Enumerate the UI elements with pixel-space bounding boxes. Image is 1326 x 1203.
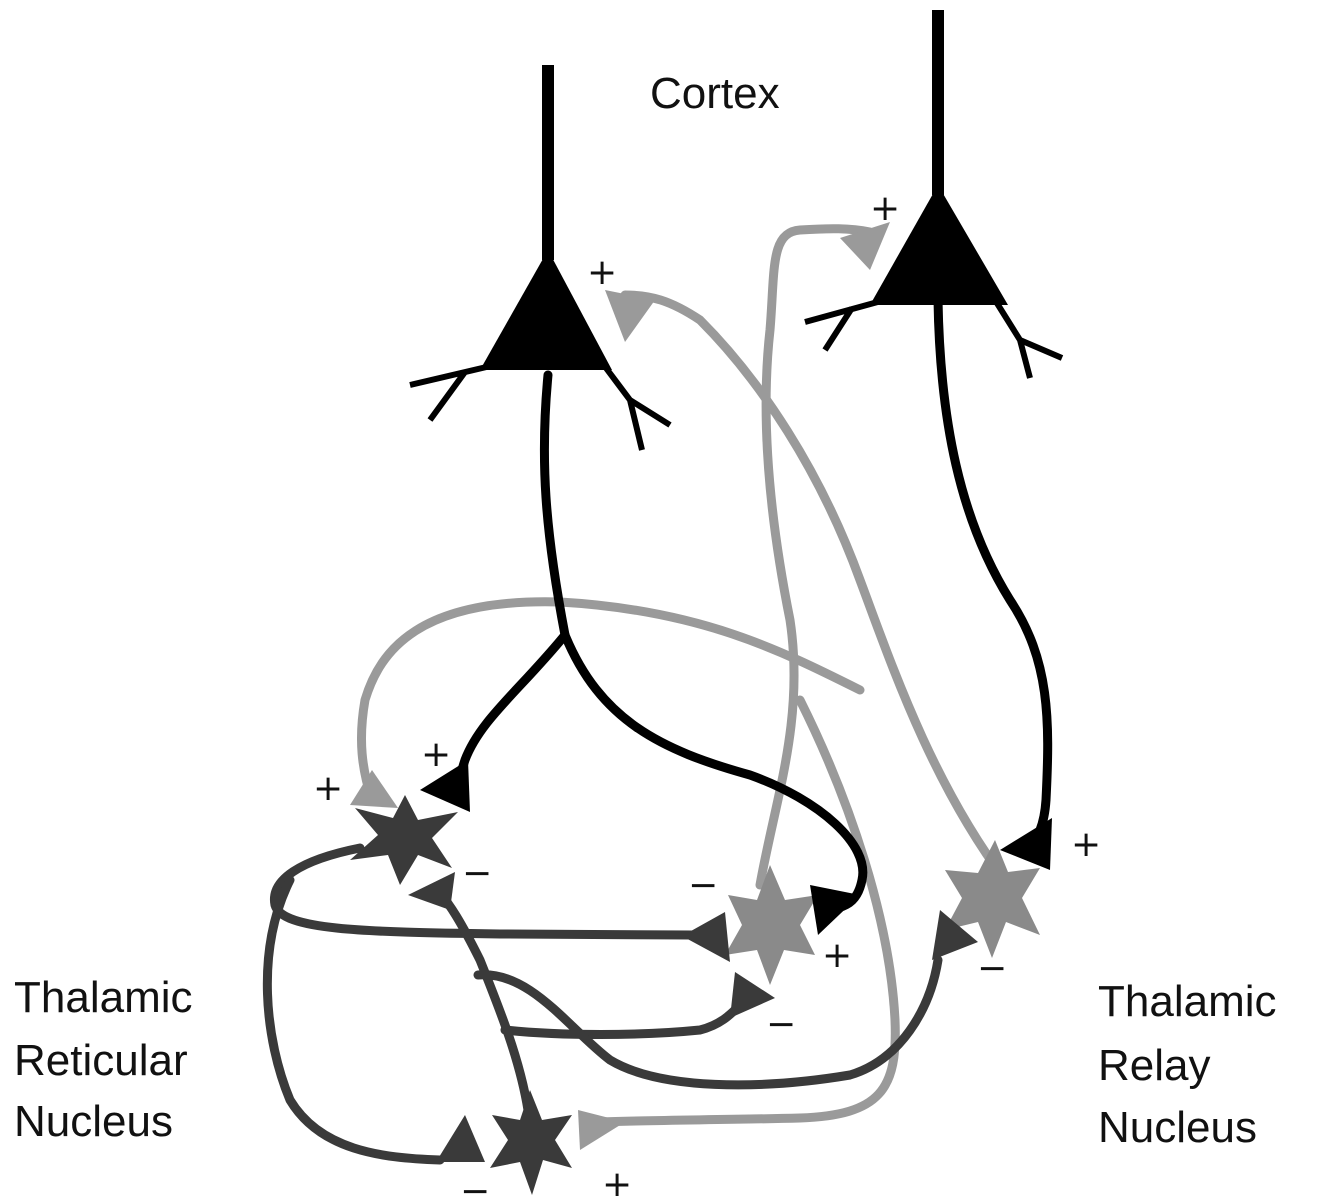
sign-plus-cortex2: +: [870, 188, 900, 229]
terminal-relay2-to-reticular2: [578, 1110, 625, 1150]
cortex-pyramidal-neuron-1: [410, 65, 670, 450]
relay-label-line-3: Nucleus: [1098, 1103, 1257, 1152]
terminal-reticular2-to-reticular1: [408, 872, 455, 910]
relay-neuron-2: [725, 865, 818, 985]
relay-label-line-2: Relay: [1098, 1041, 1211, 1090]
reticular2-to-relay2-axon: [505, 1005, 740, 1035]
terminal-reticular1-to-relay2: [682, 912, 730, 962]
sign-minus-relay1: −: [977, 948, 1007, 989]
cortex-label: Cortex: [650, 69, 780, 118]
thalamic-relay-nucleus-label: Thalamic Relay Nucleus: [1098, 977, 1277, 1152]
reticular-label-line-3: Nucleus: [14, 1097, 173, 1146]
cortex1-collateral-to-reticular1: [455, 635, 565, 795]
sign-minus-reticular2: −: [460, 1171, 490, 1203]
sign-minus-relay2-bottom: −: [766, 1004, 796, 1045]
sign-plus-reticular2: +: [602, 1164, 632, 1203]
reticular-label-line-2: Reticular: [14, 1036, 188, 1085]
reticular2-to-relay1-axon: [478, 960, 938, 1085]
relay1-to-cortex1-axon: [625, 295, 1005, 880]
cortex2-descending-axon: [938, 300, 1048, 830]
sign-minus-reticular1: −: [462, 853, 492, 894]
cortex1-descending-axon: [544, 375, 862, 908]
terminal-relay-to-reticular1: [350, 770, 398, 808]
reticular-label-line-1: Thalamic: [14, 973, 193, 1022]
reticular2-to-reticular1-axon: [440, 893, 528, 1110]
sign-plus-relay2: +: [822, 935, 852, 976]
cortex-pyramidal-neuron-2: [805, 10, 1062, 378]
sign-plus-reticular1-top: +: [421, 734, 451, 775]
reticular-neuron-2: [490, 1090, 572, 1195]
terminal-cortex2-to-relay1: [1000, 818, 1052, 870]
sign-minus-relay2-left: −: [688, 865, 718, 906]
reticular-neuron-1: [350, 795, 458, 885]
sign-plus-cortex1: +: [587, 252, 617, 293]
terminal-reticular1-to-reticular2: [436, 1115, 485, 1162]
sign-plus-relay1: +: [1071, 824, 1101, 865]
sign-plus-reticular1-left: +: [313, 768, 343, 809]
relay-label-line-1: Thalamic: [1098, 977, 1277, 1026]
terminal-cortex1-to-relay2: [810, 885, 860, 935]
thalamic-reticular-nucleus-label: Thalamic Reticular Nucleus: [14, 973, 193, 1146]
